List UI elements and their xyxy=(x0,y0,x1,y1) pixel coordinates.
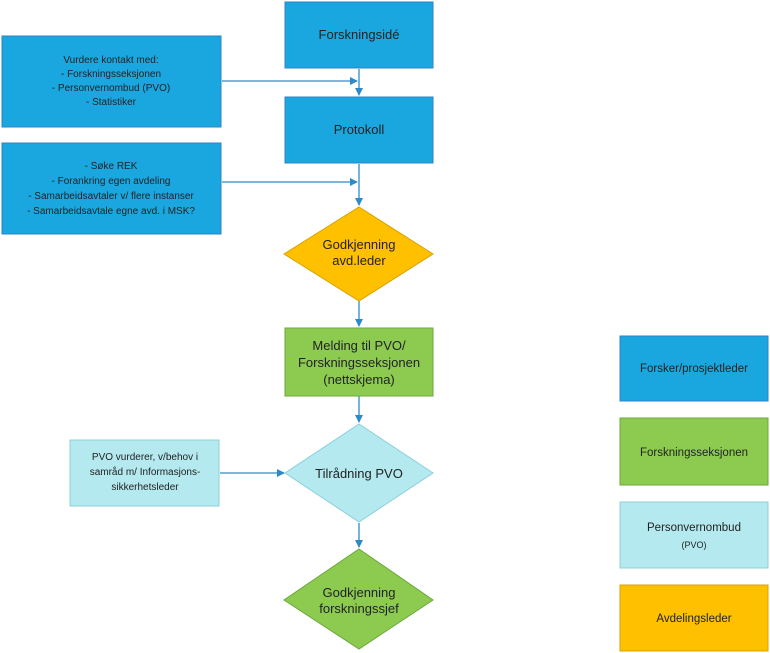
legend-researcher: Forsker/prosjektleder xyxy=(619,335,769,402)
contact-line4: - Statistiker xyxy=(86,97,137,108)
approval-research-line2: forskningssjef xyxy=(319,601,399,616)
contact-line1: Vurdere kontakt med: xyxy=(63,55,158,66)
notify-box: Melding til PVO/ Forskningsseksjonen (ne… xyxy=(284,327,434,397)
pvo-assess-line1: PVO vurderer, v/behov i xyxy=(92,452,198,463)
legend-privacy-officer-abbr: (PVO) xyxy=(681,540,706,550)
apply-line4: - Samarbeidsavtale egne avd. i MSK? xyxy=(27,206,195,217)
contact-note: Vurdere kontakt med: - Forskningsseksjon… xyxy=(1,35,222,128)
protocol-label: Protokoll xyxy=(334,122,385,137)
approval-dept-line2: avd.leder xyxy=(332,253,386,268)
pvo-assess-note: PVO vurderer, v/behov i samråd m/ Inform… xyxy=(69,439,220,507)
legend-research-section-label: Forskningsseksjonen xyxy=(640,447,748,459)
apply-line3: - Samarbeidsavtaler v/ flere instanser xyxy=(28,191,194,202)
idea-label: Forskningsidé xyxy=(319,27,400,42)
notify-line3: (nettskjema) xyxy=(323,372,395,387)
idea-box: Forskningsidé xyxy=(284,1,434,69)
apply-line2: - Forankring egen avdeling xyxy=(52,176,171,187)
legend-research-section: Forskningsseksjonen xyxy=(619,417,769,486)
legend-dept-head-label: Avdelingsleder xyxy=(656,613,731,625)
pvo-advice-label: Tilrådning PVO xyxy=(315,466,403,481)
pvo-assess-line2: samråd m/ Informasjons- xyxy=(90,466,201,478)
legend: Forsker/prosjektleder Forskningsseksjone… xyxy=(619,335,769,652)
legend-privacy-officer-label: Personvernombud xyxy=(647,522,741,534)
pvo-assess-line3: sikkerhetsleder xyxy=(111,482,179,493)
pvo-advice-diamond: Tilrådning PVO xyxy=(284,423,434,523)
approval-research-diamond: Godkjenning forskningssjef xyxy=(283,548,434,650)
legend-privacy-officer: Personvernombud (PVO) xyxy=(619,501,769,569)
contact-line2: - Forskningsseksjonen xyxy=(61,69,161,80)
legend-dept-head: Avdelingsleder xyxy=(619,584,769,652)
protocol-box: Protokoll xyxy=(284,96,434,164)
approval-research-line1: Godkjenning xyxy=(323,585,396,600)
approval-dept-diamond: Godkjenning avd.leder xyxy=(283,206,434,302)
connectors xyxy=(220,69,363,548)
apply-line1: - Søke REK xyxy=(85,161,138,172)
approval-dept-line1: Godkjenning xyxy=(323,237,396,252)
legend-researcher-label: Forsker/prosjektleder xyxy=(640,363,748,375)
apply-note: - Søke REK - Forankring egen avdeling - … xyxy=(1,142,222,235)
notify-line2: Forskningsseksjonen xyxy=(298,355,420,370)
contact-line3: - Personvernombud (PVO) xyxy=(52,83,170,94)
notify-line1: Melding til PVO/ xyxy=(312,338,406,353)
